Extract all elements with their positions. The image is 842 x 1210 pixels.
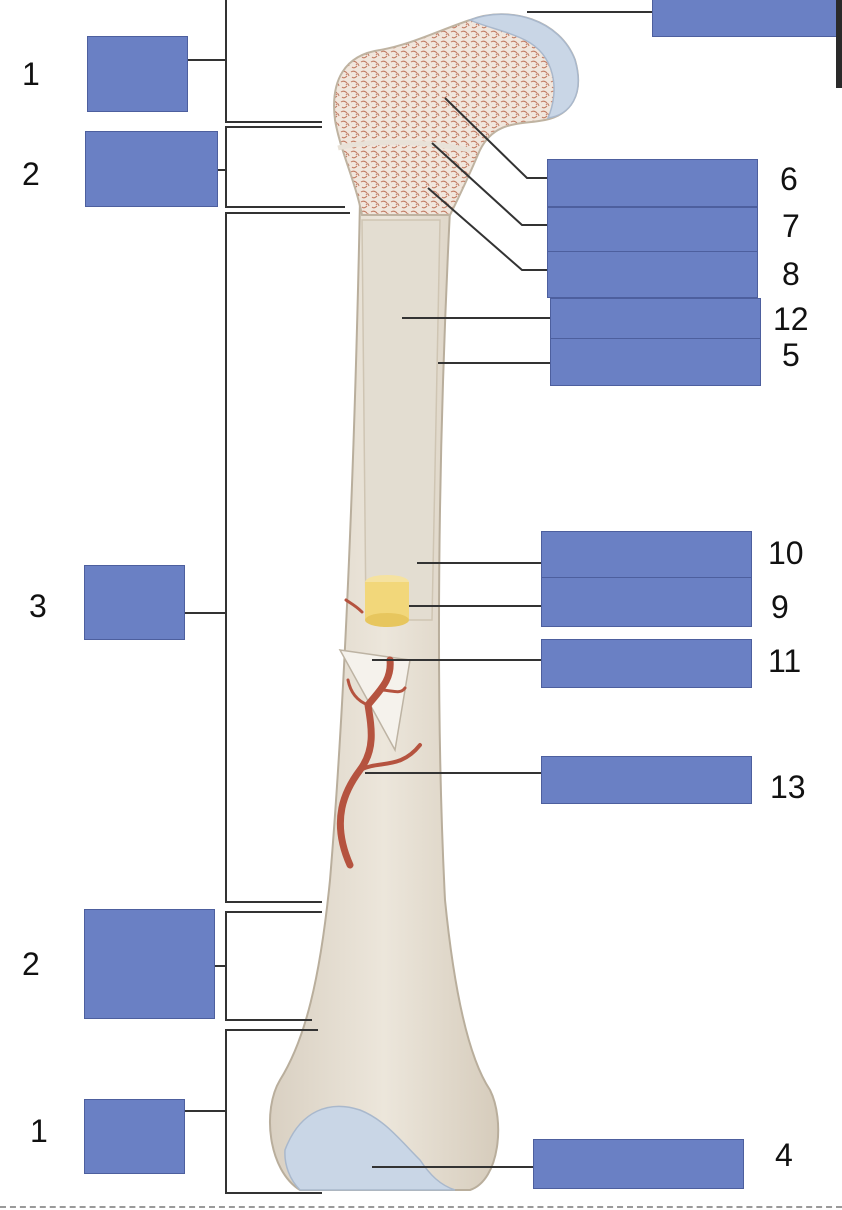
label-box-7[interactable] bbox=[547, 207, 758, 252]
label-box-epiphysis-top[interactable] bbox=[87, 36, 188, 112]
label-box-4[interactable] bbox=[533, 1139, 744, 1189]
label-box-9[interactable] bbox=[541, 577, 752, 627]
right-number-11: 11 bbox=[768, 643, 802, 679]
page-break-divider bbox=[0, 1206, 842, 1208]
nutrient-artery bbox=[336, 598, 422, 869]
left-number-2-top: 2 bbox=[22, 156, 40, 192]
right-number-13: 13 bbox=[770, 769, 806, 805]
label-box-articular-cartilage-top[interactable] bbox=[652, 0, 838, 37]
label-box-epiphysis-bottom[interactable] bbox=[84, 1099, 185, 1174]
label-box-metaphysis-top[interactable] bbox=[85, 131, 218, 207]
label-box-5[interactable] bbox=[550, 338, 761, 386]
right-number-12: 12 bbox=[773, 301, 809, 337]
left-number-1-top: 1 bbox=[22, 56, 40, 92]
video-overlay-edge bbox=[836, 0, 842, 88]
left-number-1-bottom: 1 bbox=[30, 1113, 48, 1149]
right-number-9: 9 bbox=[771, 589, 789, 625]
label-box-metaphysis-bottom[interactable] bbox=[84, 909, 215, 1019]
right-number-10: 10 bbox=[768, 535, 804, 571]
label-box-diaphysis[interactable] bbox=[84, 565, 185, 640]
label-box-6[interactable] bbox=[547, 159, 758, 207]
right-number-5: 5 bbox=[782, 337, 800, 373]
left-number-2-bottom: 2 bbox=[22, 946, 40, 982]
right-number-4: 4 bbox=[775, 1137, 793, 1173]
femur-shape bbox=[269, 13, 580, 1191]
label-box-12[interactable] bbox=[550, 298, 761, 340]
label-box-11[interactable] bbox=[541, 639, 752, 688]
label-box-10[interactable] bbox=[541, 531, 752, 579]
right-number-6: 6 bbox=[780, 161, 798, 197]
right-number-7: 7 bbox=[782, 208, 800, 244]
left-number-3: 3 bbox=[29, 588, 47, 624]
right-number-8: 8 bbox=[782, 256, 800, 292]
label-box-13[interactable] bbox=[541, 756, 752, 804]
leader-lines bbox=[185, 0, 652, 1194]
label-box-8[interactable] bbox=[547, 251, 758, 298]
